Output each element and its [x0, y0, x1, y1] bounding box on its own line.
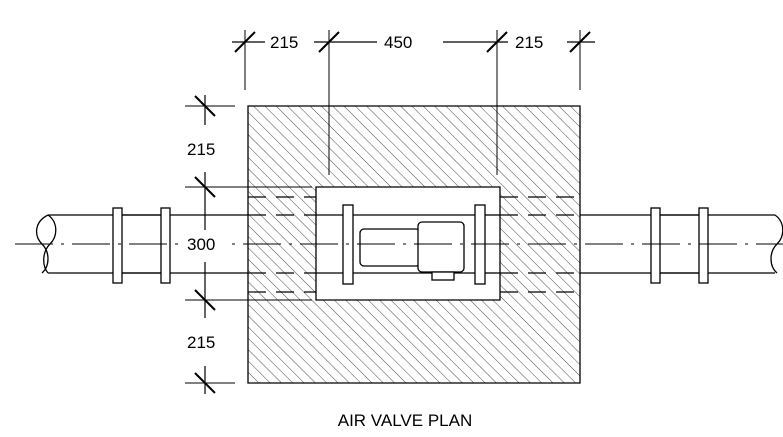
dimension-left-top: 215 — [187, 140, 215, 159]
hidden-pipe-lines — [248, 196, 580, 293]
dimension-top-right: 215 — [515, 33, 543, 52]
dimension-line-top — [232, 31, 595, 53]
dimension-left-middle: 300 — [187, 235, 215, 254]
drawing-title: AIR VALVE PLAN — [338, 411, 472, 430]
pipe-inside-chamber — [316, 214, 500, 274]
coupling-right — [650, 207, 709, 284]
dimension-left-bottom: 215 — [187, 333, 215, 352]
dimension-top-left: 215 — [270, 33, 298, 52]
air-valve — [353, 214, 475, 281]
chamber-block — [247, 105, 581, 384]
dimension-top-center: 450 — [384, 33, 412, 52]
dimension-line-left — [194, 95, 216, 394]
coupling-left — [112, 207, 171, 284]
